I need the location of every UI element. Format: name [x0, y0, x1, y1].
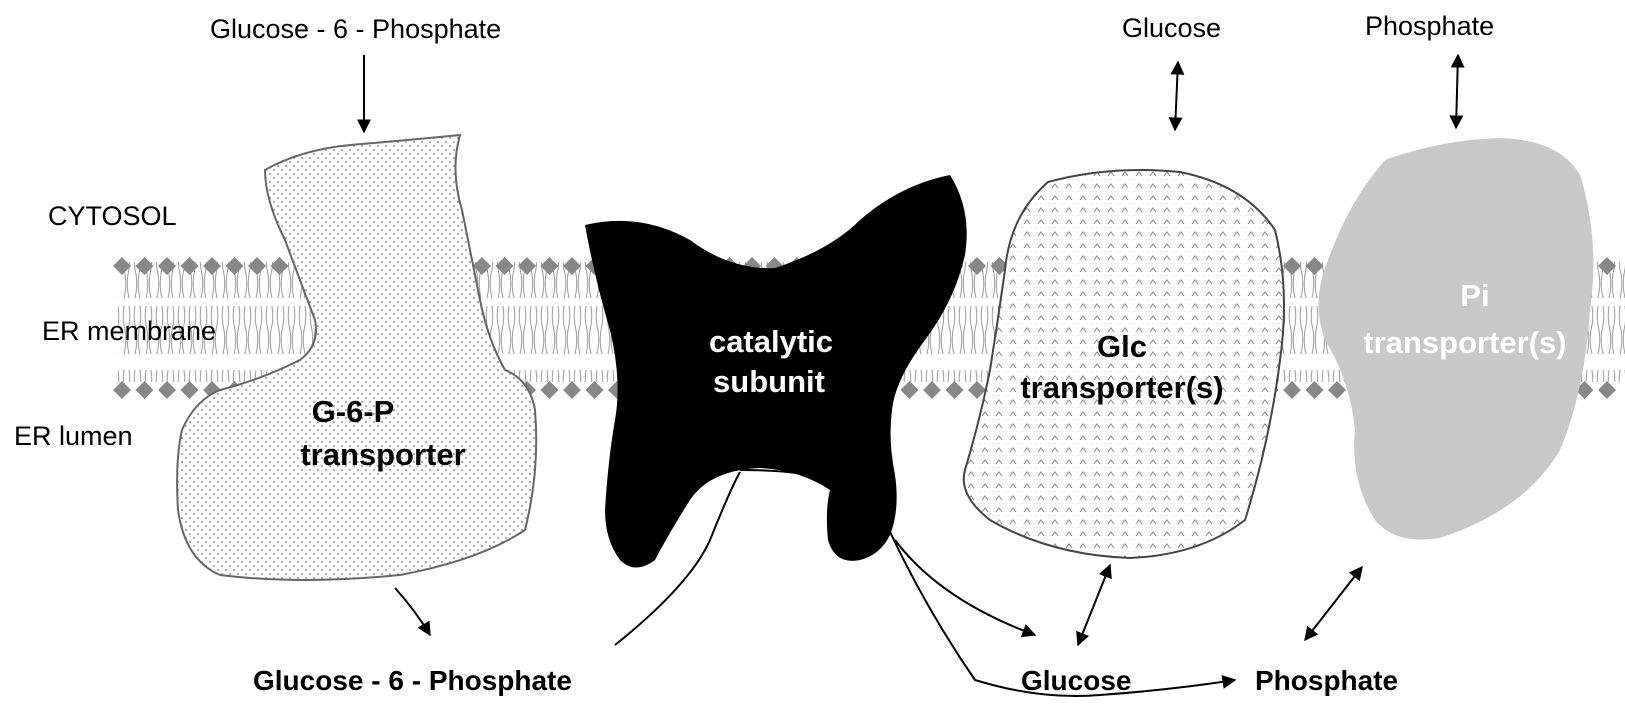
lipid-head: [1283, 381, 1301, 399]
arrow-lumen-glucose-exchange: [1078, 565, 1110, 645]
lipid-head: [586, 381, 604, 399]
arrow-g6p-to-lumen: [395, 588, 430, 635]
pi-transporter: Pi transporter(s): [1319, 138, 1594, 540]
bottom-phosphate-label: Phosphate: [1255, 665, 1398, 696]
g6p-transporter-label-line1: G-6-P: [312, 394, 395, 429]
lipid-head: [563, 381, 581, 399]
pi-transporter-label-line1: Pi: [1460, 278, 1489, 313]
lipid-head: [136, 381, 154, 399]
lipid-head: [541, 381, 559, 399]
lipid-head: [158, 381, 176, 399]
arrow-glucose-exchange: [1175, 62, 1178, 130]
bottom-glucose-label: Glucose: [1021, 665, 1131, 696]
lipid-head: [1328, 381, 1346, 399]
bottom-g6p-label: Glucose - 6 - Phosphate: [253, 665, 572, 696]
arrow-catalytic-to-glucose: [895, 540, 1035, 635]
lipid-head: [181, 381, 199, 399]
lipid-head: [968, 381, 986, 399]
g6p-transporter-label-line2: transporter: [300, 437, 465, 472]
lipid-head: [923, 381, 941, 399]
glc-transporter: Glc transporter(s): [964, 170, 1284, 558]
arrow-lumen-phosphate-exchange: [1305, 567, 1362, 640]
er-lumen-label: ER lumen: [14, 421, 133, 451]
lipid-head: [1306, 381, 1324, 399]
lipid-head: [113, 381, 131, 399]
lipid-head: [1598, 381, 1616, 399]
lipid-head: [901, 381, 919, 399]
glc-transporter-label-line1: Glc: [1097, 329, 1147, 364]
catalytic-subunit-label-line2: subunit: [713, 364, 825, 399]
top-phosphate-label: Phosphate: [1365, 11, 1494, 41]
top-glucose-label: Glucose: [1122, 13, 1221, 43]
er-membrane-label: ER membrane: [42, 316, 216, 346]
lipid-head: [946, 381, 964, 399]
pi-transporter-label-line2: transporter(s): [1363, 325, 1566, 360]
cytosol-label: CYTOSOL: [48, 201, 177, 231]
glc-transporter-label-line2: transporter(s): [1020, 370, 1223, 405]
top-g6p-label: Glucose - 6 - Phosphate: [210, 14, 501, 44]
catalytic-subunit-label-line1: catalytic: [709, 324, 833, 359]
arrow-phosphate-exchange: [1456, 55, 1458, 128]
